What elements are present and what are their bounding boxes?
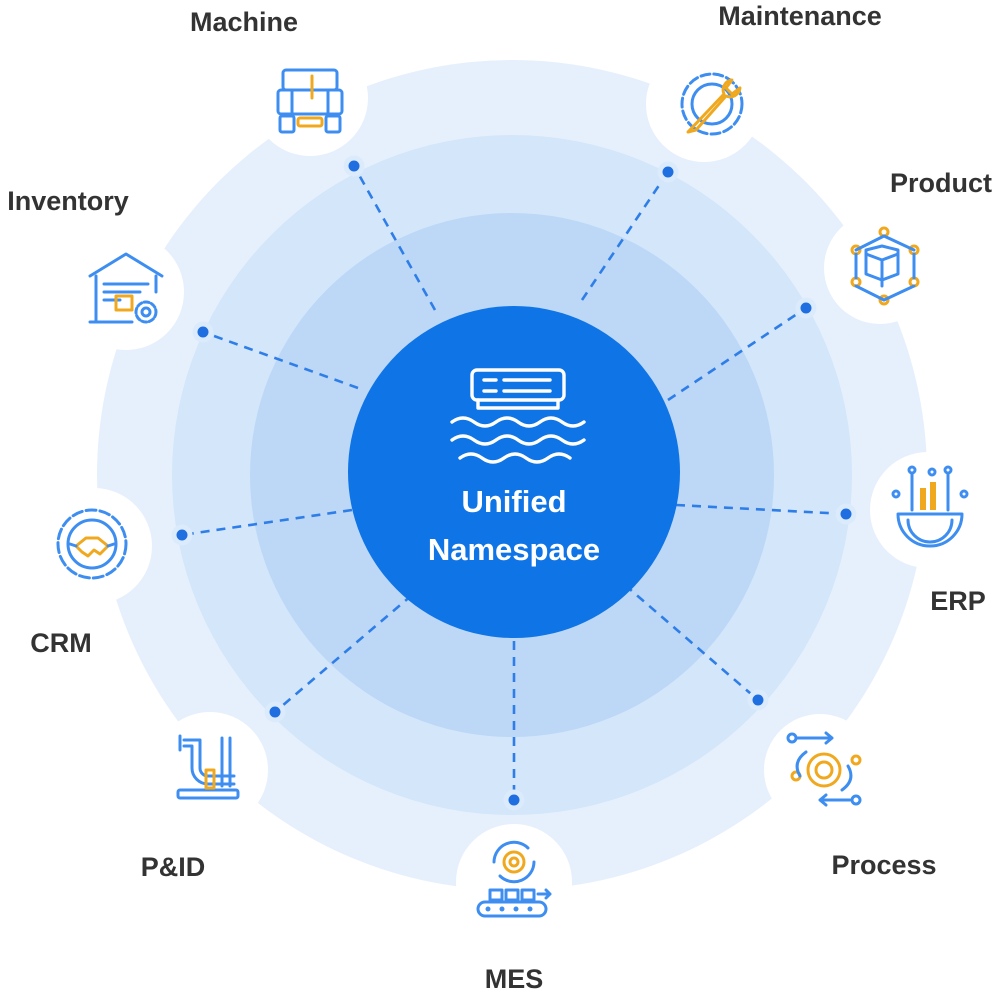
connector-pid [274, 594, 413, 713]
node-machine[interactable]: Machine [190, 7, 368, 156]
node-pid[interactable]: P&ID [141, 712, 268, 882]
product-bubble [824, 212, 936, 324]
crm-bubble [36, 488, 152, 604]
center-hub: Unified Namespace [348, 306, 680, 638]
node-maintenance[interactable]: Maintenance [646, 1, 882, 162]
maintenance-bubble [646, 46, 762, 162]
dot-product [795, 297, 817, 319]
node-label-process: Process [831, 850, 936, 880]
node-label-maintenance: Maintenance [718, 1, 882, 31]
dot-inventory [192, 321, 214, 343]
connector-crm [181, 508, 353, 537]
connector-inventory [202, 330, 359, 390]
connector-process [624, 584, 759, 701]
node-inventory[interactable]: Inventory [7, 186, 184, 350]
connector-dots [171, 155, 857, 811]
node-label-product: Product [890, 168, 992, 198]
connector-product [667, 306, 807, 402]
dot-process [747, 689, 769, 711]
center-title-line1: Unified [461, 484, 566, 519]
node-label-erp: ERP [930, 586, 986, 616]
wrench-gear-icon [680, 72, 744, 136]
process-flow-icon [786, 731, 862, 807]
node-erp[interactable]: ERP [870, 452, 986, 616]
connector-maintenance [580, 171, 670, 301]
dot-machine [343, 155, 365, 177]
node-label-machine: Machine [190, 7, 298, 37]
node-process[interactable]: Process [764, 714, 937, 880]
connectors [181, 165, 847, 800]
connector-erp [675, 503, 847, 516]
center-title-line2: Namespace [428, 532, 600, 567]
dot-erp [835, 503, 857, 525]
connector-machine [352, 165, 437, 311]
handshake-gear-icon [56, 508, 128, 580]
node-crm[interactable]: CRM [30, 488, 152, 658]
erp-gear-icon [891, 465, 969, 548]
conveyor-icon [476, 840, 552, 918]
dot-pid [264, 701, 286, 723]
center-circle [348, 306, 680, 638]
dot-maintenance [657, 161, 679, 183]
dot-crm [171, 524, 193, 546]
node-label-mes: MES [485, 964, 544, 994]
piping-icon [176, 734, 240, 800]
process-bubble [764, 714, 876, 826]
data-lake-server-icon [450, 368, 586, 464]
dot-mes [503, 789, 525, 811]
node-product[interactable]: Product [824, 168, 992, 324]
node-label-crm: CRM [30, 628, 92, 658]
node-mes[interactable]: MES [456, 824, 572, 994]
erp-bubble [870, 452, 986, 568]
machine-icon [276, 68, 344, 134]
product-box-icon [850, 226, 920, 306]
machine-bubble [252, 40, 368, 156]
warehouse-icon [88, 252, 164, 324]
node-label-inventory: Inventory [7, 186, 129, 216]
node-label-pid: P&ID [141, 852, 206, 882]
